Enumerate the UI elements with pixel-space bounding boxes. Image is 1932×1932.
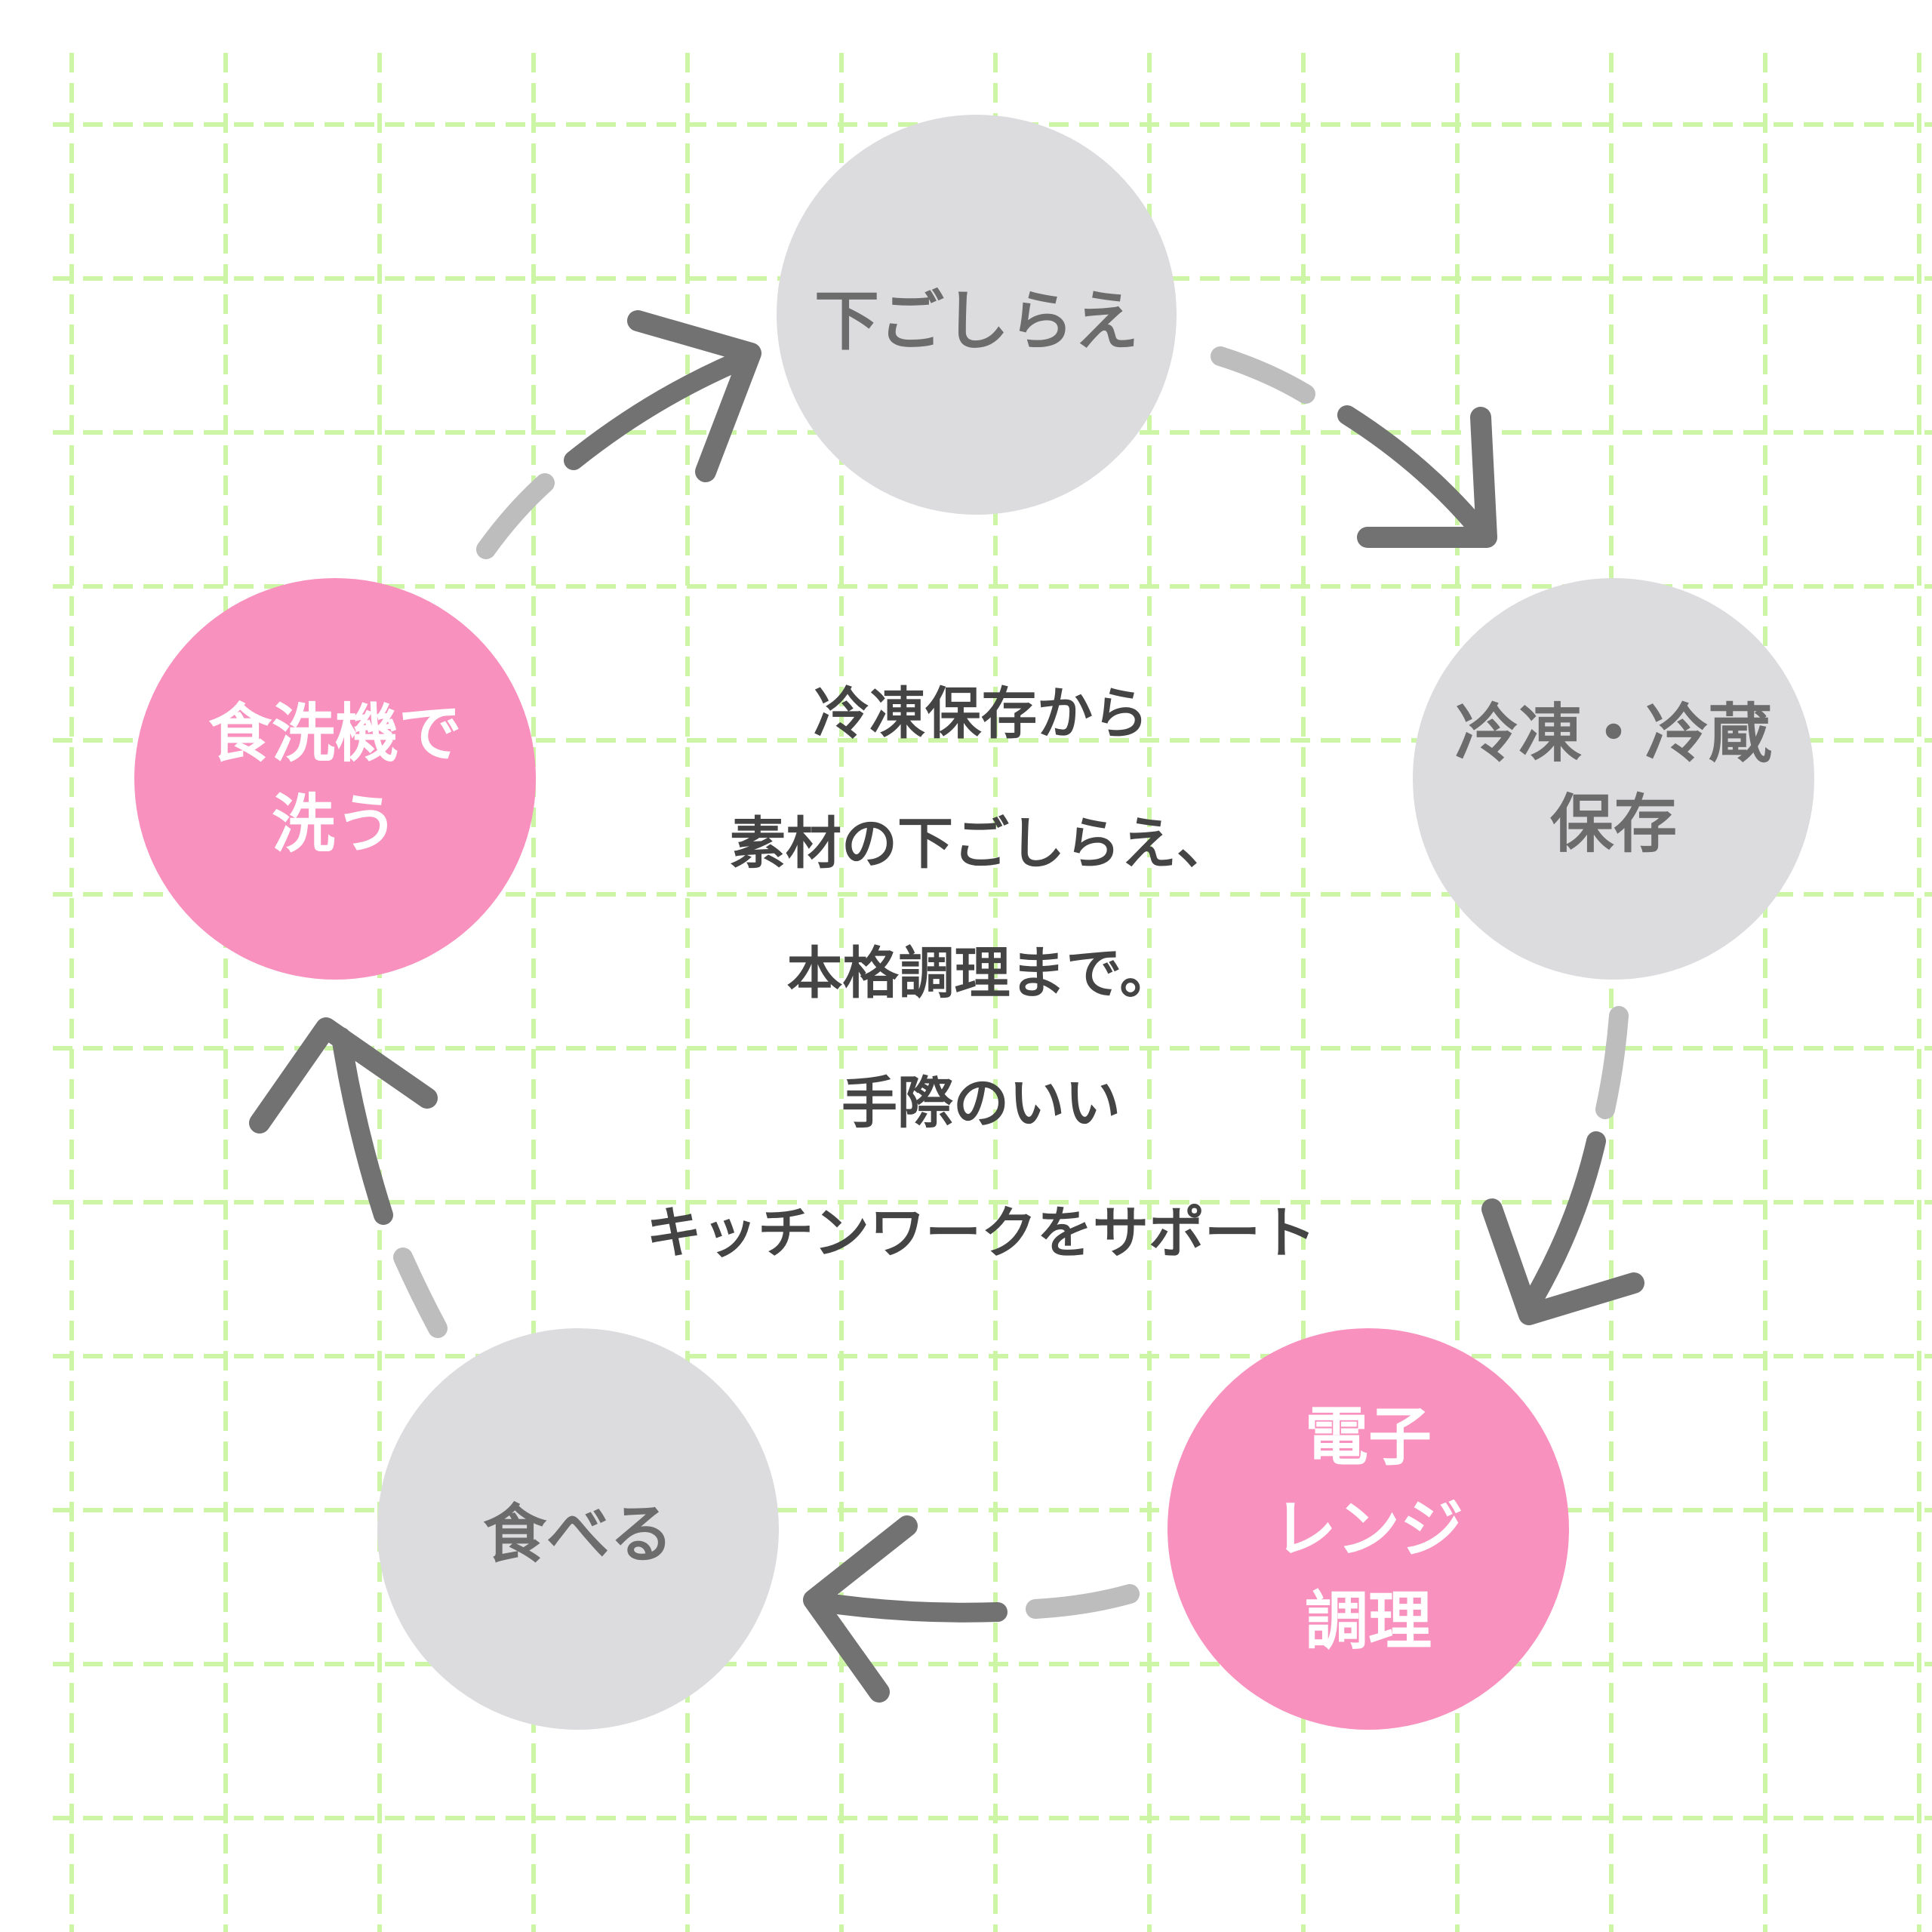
node-wash-label-line1: 食洗機で [208, 697, 462, 771]
arrow-tail-light [393, 1247, 448, 1338]
node-microwave-label-line1: 電子 [1304, 1400, 1432, 1474]
node-prep: 下ごしらえ [777, 115, 1177, 515]
arrow-head [1481, 1198, 1644, 1325]
arrow-shaft-dark [807, 1592, 1008, 1623]
node-dishwasher-wash: 食洗機で 洗う [134, 578, 536, 980]
node-microwave-cooking: 電子 レンジ 調理 [1168, 1328, 1569, 1730]
center-line-1: 冷凍保存から [814, 681, 1149, 746]
arrow-freeze-to-microwave [1481, 1006, 1644, 1325]
center-line-4: 手際のいい [841, 1071, 1121, 1136]
arrow-head [627, 310, 761, 482]
node-freeze-label-line2: 保存 [1549, 787, 1677, 861]
arrow-tail-light [1595, 1006, 1629, 1119]
node-microwave-label-line3: 調理 [1304, 1584, 1432, 1658]
node-eat: 食べる [377, 1328, 779, 1730]
node-freeze-storage: 冷凍・冷蔵 保存 [1413, 578, 1814, 980]
arrow-shaft-dark [564, 352, 746, 470]
arrow-shaft-dark [1525, 1131, 1606, 1306]
center-line-3: 本格調理まで。 [786, 941, 1176, 1006]
arrow-head [249, 1017, 438, 1134]
arrow-tail-light [1026, 1584, 1140, 1619]
arrow-tail-light [476, 473, 555, 559]
center-line-2: 素材の下ごしらえ、 [730, 811, 1232, 876]
center-line-5: キッチンワークをサポート [646, 1201, 1316, 1266]
arrow-head [1357, 407, 1497, 548]
arrow-tail-light [1211, 346, 1315, 404]
node-eat-label: 食べる [482, 1497, 673, 1571]
arrow-wash-to-prep [476, 310, 761, 559]
arrow-microwave-to-eat [803, 1515, 1140, 1703]
center-description: 冷凍保存から 素材の下ごしらえ、 本格調理まで。 手際のいい キッチンワークをサ… [528, 649, 1434, 1298]
arrow-head [803, 1515, 918, 1703]
node-prep-label: 下ごしらえ [814, 283, 1139, 359]
arrow-shaft-dark [331, 1027, 393, 1225]
arrow-prep-to-freeze [1211, 346, 1497, 548]
arrow-eat-to-wash [249, 1017, 448, 1338]
node-freeze-label-line1: 冷凍・冷蔵 [1454, 697, 1772, 771]
node-microwave-label-line2: レンジ [1272, 1492, 1463, 1566]
node-wash-label-line2: 洗う [271, 787, 398, 861]
arrow-shaft-dark [1337, 405, 1481, 531]
